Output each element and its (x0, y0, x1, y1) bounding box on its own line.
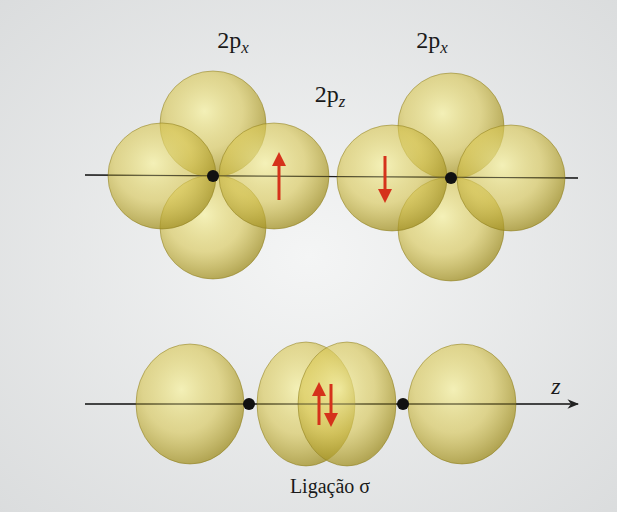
nucleus (397, 398, 409, 410)
nucleus (445, 172, 457, 184)
orbital-label: 2px (416, 28, 447, 57)
bond-label: Ligação σ (290, 476, 370, 496)
orbital-label: 2pz (315, 82, 346, 111)
nucleus (207, 170, 219, 182)
spin-arrows (312, 382, 338, 427)
spin-arrows (272, 152, 392, 203)
orbital-label: 2px (217, 28, 248, 57)
nucleus (243, 398, 255, 410)
axis-line (85, 175, 578, 178)
axis-label: z (551, 374, 560, 398)
axis-line (85, 404, 570, 405)
